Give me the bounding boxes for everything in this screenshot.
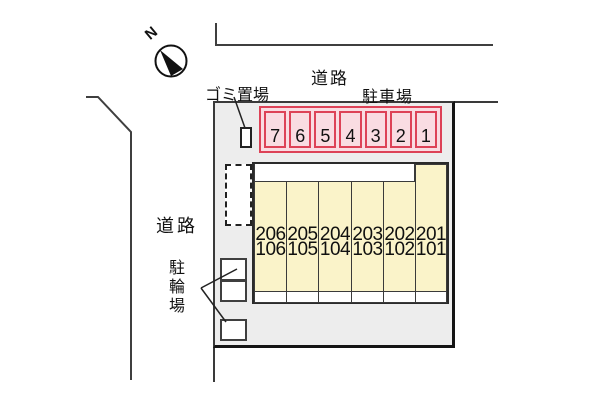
unit-upper: 205 [287,224,318,245]
parking-stall: 6 [289,111,312,148]
entry-cell [254,291,287,303]
bicycle-rect-2 [220,280,247,302]
unit-upper: 204 [319,224,351,245]
parking-stalls: 7 6 5 4 3 2 1 [259,106,442,153]
unit-lower: 101 [415,239,447,260]
unit-upper: 203 [352,224,383,245]
unit-upper: 201 [415,224,447,245]
unit-number: 205 105 [286,224,319,260]
parking-stall: 5 [314,111,337,148]
unit-cell [318,181,352,292]
garbage-box [240,127,252,148]
bicycle-area-label: 駐輪場 [166,259,183,316]
unit-lower: 104 [319,239,351,260]
parking-stall: 2 [389,111,412,148]
parking-area-label: 駐車場 [362,89,414,106]
road-label-top: 道路 [311,69,349,88]
unit-number: 203 103 [351,224,384,260]
compass-needle-icon [160,50,183,76]
unit-number: 206 106 [254,224,287,260]
parking-stall: 1 [414,111,437,148]
bicycle-rect-3 [220,319,247,341]
road-label-left: 道路 [156,216,198,236]
unit-lower: 105 [287,239,318,260]
unit-lower: 102 [384,239,415,260]
parking-stall: 7 [264,111,287,148]
entry-cell [286,291,319,303]
unit-number: 204 104 [318,224,352,260]
unit-upper: 202 [384,224,415,245]
garbage-area-label: ゴミ置場 [205,87,270,104]
entry-cell [318,291,352,303]
unit-number: 202 102 [383,224,416,260]
unit-lower: 103 [352,239,383,260]
entry-cell [383,291,416,303]
parking-stall: 3 [364,111,387,148]
road-edge-top [215,23,493,46]
unit-cell [383,181,416,292]
unit-number: 201 101 [415,224,447,260]
unit-cell [415,164,447,292]
building-corridor [254,164,415,182]
dashed-area [225,164,252,226]
entry-cell [415,291,447,303]
entry-cell [351,291,384,303]
compass-north-label: N [141,23,162,44]
bicycle-rect-1 [220,258,247,281]
parking-stall: 4 [339,111,362,148]
road-edge-left [86,96,132,380]
unit-lower: 106 [255,239,286,260]
unit-upper: 206 [255,224,286,245]
compass-circle [154,44,188,78]
